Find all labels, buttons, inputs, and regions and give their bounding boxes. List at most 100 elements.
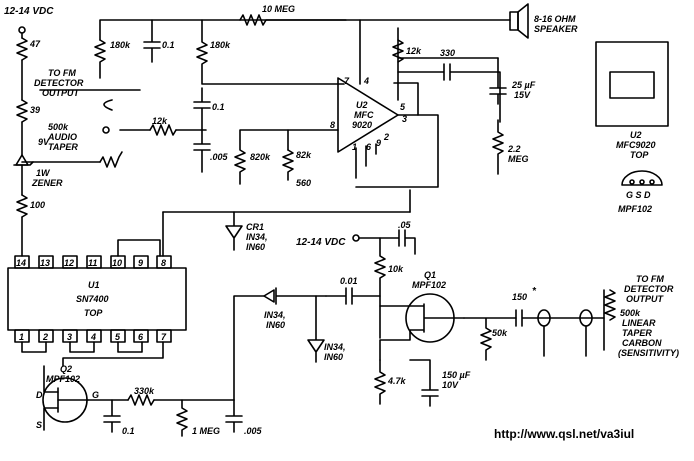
- r47k-label: 4.7k: [387, 376, 407, 386]
- source-url: http://www.qsl.net/va3iul: [494, 427, 634, 441]
- r330k-label: 330k: [134, 386, 155, 396]
- r47-label: 47: [29, 39, 41, 49]
- ic-mfc9020-outline: [595, 41, 669, 127]
- mpf-name-label: MPF102: [618, 204, 652, 214]
- zener-v-label: 9V: [38, 137, 50, 147]
- u1-pin11: 11: [88, 258, 97, 268]
- r100-label: 100: [30, 200, 45, 210]
- u2-label-a: U2: [356, 100, 368, 110]
- c330-label: 330: [440, 48, 455, 58]
- r82k-label: 82k: [296, 150, 312, 160]
- r10meg-label: 10 MEG: [262, 4, 295, 14]
- u1-pin6: 6: [138, 332, 144, 342]
- c005-label-b: .005: [244, 426, 263, 436]
- q2-label-b: MPF102: [46, 374, 80, 384]
- c01-label-a: 0.1: [162, 40, 175, 50]
- u1-label-b: SN7400: [76, 294, 109, 304]
- c150-label: 150: [512, 292, 527, 302]
- speaker-label-a: 8-16 OHM: [534, 14, 576, 24]
- u1-pin3: 3: [67, 332, 72, 342]
- to-fm-b-label-3: OUTPUT: [626, 294, 665, 304]
- u2-pin4: 4: [363, 76, 369, 86]
- supply-label-top: 12-14 VDC: [4, 6, 54, 17]
- pot-label-c: TAPER: [48, 142, 78, 152]
- lin-label-c: TAPER: [622, 328, 652, 338]
- r22-label-a: 2.2: [507, 144, 521, 154]
- d1-label-a: IN34,: [264, 310, 286, 320]
- d1-label-b: IN60: [266, 320, 285, 330]
- u1-label-a: U1: [88, 280, 100, 290]
- c01-label-b: 0.1: [212, 102, 225, 112]
- cr1-label-a: CR1: [246, 222, 264, 232]
- r180k-label-b: 180k: [210, 40, 231, 50]
- cr1-label-b: IN34,: [246, 232, 268, 242]
- u1-label-c: TOP: [84, 308, 103, 318]
- r820-label: 820k: [250, 152, 271, 162]
- q2-d-label: D: [36, 390, 43, 400]
- pot-label-a: 500k: [48, 122, 69, 132]
- resistor-100: [16, 194, 28, 218]
- lin-label-e: (SENSITIVITY): [618, 348, 679, 358]
- r22-label-b: MEG: [508, 154, 529, 164]
- to-fm-label-3: OUTPUT: [42, 88, 81, 98]
- r180k-label-a: 180k: [110, 40, 131, 50]
- c25-label-a: 25 µF: [511, 80, 536, 90]
- c560-label: 560: [296, 178, 311, 188]
- ic-u2-label-b: MFC9020: [616, 140, 656, 150]
- r50k-label: 50k: [492, 328, 508, 338]
- c150uf-label-a: 150 µF: [442, 370, 471, 380]
- resistor-330k: [127, 394, 155, 406]
- to-fm-label-2: DETECTOR: [34, 78, 84, 88]
- mpf102-package: [621, 170, 663, 186]
- r1meg-label: 1 MEG: [192, 426, 220, 436]
- resistor-47: [16, 37, 28, 61]
- supply-label-mid: 12-14 VDC: [296, 237, 346, 248]
- zener-label: ZENER: [31, 178, 63, 188]
- lin-label-a: 500k: [620, 308, 641, 318]
- q2-label-a: Q2: [60, 364, 72, 374]
- u2-pin8: 8: [330, 120, 335, 130]
- u2-pin2: 2: [383, 132, 389, 142]
- ic-u2-opamp: [337, 77, 399, 153]
- to-fm-b-label-1: TO FM: [636, 274, 664, 284]
- lin-label-b: LINEAR: [622, 318, 656, 328]
- cr1-label-c: IN60: [246, 242, 265, 252]
- u1-pin10: 10: [112, 258, 122, 268]
- q2-g-label: G: [92, 390, 99, 400]
- to-fm-b-label-2: DETECTOR: [624, 284, 674, 294]
- c01-label-c: 0.1: [122, 426, 135, 436]
- u2-label-c: 9020: [352, 120, 372, 130]
- u2-pin9: 9: [376, 138, 381, 148]
- u1-pin9: 9: [138, 258, 143, 268]
- to-fm-label-1: TO FM: [48, 68, 76, 78]
- r10k-label: 10k: [388, 264, 404, 274]
- u1-pin13: 13: [40, 258, 50, 268]
- pot-label-b: AUDIO: [47, 132, 77, 142]
- c05-label: .05: [398, 220, 412, 230]
- u2-pin5: 5: [400, 102, 406, 112]
- u1-pin12: 12: [64, 258, 74, 268]
- u2-label-b: MFC: [354, 110, 374, 120]
- zener-w-label: 1W: [36, 168, 51, 178]
- c005-label-a: .005: [210, 152, 229, 162]
- u1-pin5: 5: [115, 332, 121, 342]
- c150uf-label-b: 10V: [442, 380, 459, 390]
- resistor-39: [16, 99, 28, 123]
- lin-label-d: CARBON: [622, 338, 662, 348]
- u2-pin6: 6: [366, 142, 372, 152]
- q1-label-a: Q1: [424, 270, 436, 280]
- mpf-gsd-label: G S D: [626, 190, 651, 200]
- c001-label: 0.01: [340, 276, 358, 286]
- q2-s-label: S: [36, 420, 42, 430]
- u1-pin8: 8: [161, 258, 166, 268]
- r12k-in-label: 12k: [152, 116, 168, 126]
- u2-pin1: 1: [352, 142, 357, 152]
- u1-pin7: 7: [161, 332, 167, 342]
- u1-pin14: 14: [16, 258, 26, 268]
- u2-pin3: 3: [402, 114, 407, 124]
- ic-u2-label-c: TOP: [630, 150, 649, 160]
- u1-pin2: 2: [42, 332, 48, 342]
- star-mark: *: [532, 286, 537, 297]
- d2-label-b: IN60: [324, 352, 343, 362]
